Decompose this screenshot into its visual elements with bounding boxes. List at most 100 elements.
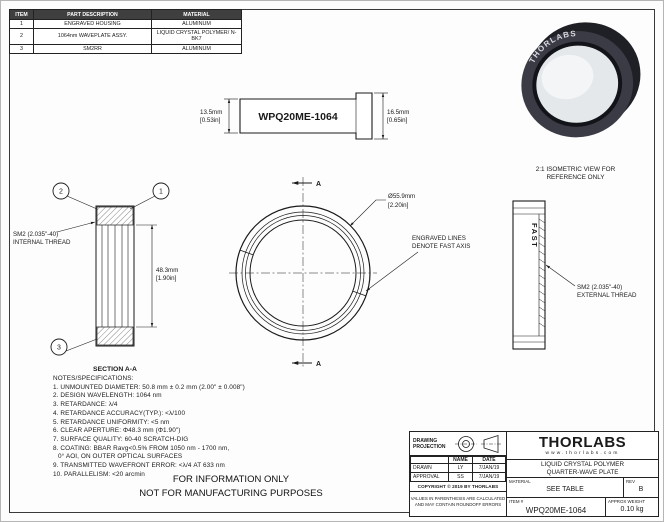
- note-line: 6. CLEAR APERTURE: Φ48.3 mm (Φ1.90"): [53, 427, 181, 435]
- disclaimer-text: VALUES IN PARENTHESIS ARE CALCULATED AND…: [410, 492, 506, 516]
- note-line-continuation: 0° AOI, ON OUTER OPTICAL SURFACES: [58, 453, 183, 461]
- title-block: DRAWING PROJECTION NAME DATE: [409, 431, 659, 517]
- projection-label: DRAWING PROJECTION: [413, 437, 446, 450]
- date-header: DATE: [472, 456, 506, 464]
- dim-aperture-mm: 48.3mm: [156, 267, 178, 274]
- notes-title: NOTES/SPECIFICATIONS:: [53, 375, 134, 382]
- name-header: NAME: [447, 456, 474, 464]
- item-number-cell: ITEM # WPQ20ME-1064: [507, 498, 606, 516]
- material-value: SEE TABLE: [546, 486, 584, 493]
- centerlines: [229, 177, 377, 369]
- engraved-part-number: WPQ20ME-1064: [258, 111, 338, 123]
- note-line: 9. TRANSMITTED WAVEFRONT ERROR: <λ/4 AT …: [53, 462, 225, 470]
- title-block-left: DRAWING PROJECTION NAME DATE: [410, 432, 507, 516]
- info-notice-line2: NOT FOR MANUFACTURING PURPOSES: [139, 487, 323, 499]
- dim-thickness-left-in: [0.53in]: [200, 117, 221, 124]
- thread-ticks: [538, 218, 546, 328]
- dim-thickness-left-mm: 13.5mm: [200, 109, 222, 116]
- table-row: 3 SM2RR ALUMINUM: [9, 43, 242, 54]
- internal-thread-leader: [56, 221, 96, 233]
- dim-outer-diameter-mm: Ø55.9mm: [388, 193, 415, 200]
- balloon-1: 1: [129, 182, 170, 210]
- dim-thickness-right-mm: 16.5mm: [387, 109, 409, 116]
- rev-cell: REV B: [624, 478, 658, 497]
- fast-axis-note-line2: DENOTE FAST AXIS: [412, 243, 470, 250]
- material-cell: MATERIAL SEE TABLE: [507, 478, 624, 497]
- note-line: 1. UNMOUNTED DIAMETER: 50.8 mm ± 0.2 mm …: [53, 383, 245, 391]
- drawn-label: DRAWN: [410, 463, 449, 473]
- empty-cell: [410, 456, 449, 464]
- item-number-label: ITEM #: [509, 499, 524, 504]
- brand-cell: THORLABS www.thorlabs.com: [507, 432, 658, 460]
- note-line: 4. RETARDANCE ACCURACY(TYP.): <λ/100: [53, 409, 186, 417]
- iso-view-caption: 2:1 ISOMETRIC VIEW FOR REFERENCE ONLY: [498, 166, 653, 182]
- note-line: 3. RETARDANCE: λ/4: [53, 401, 118, 409]
- disclaimer-line1: VALUES IN PARENTHESIS ARE CALCULATED: [410, 496, 506, 501]
- cell-material: ALUMINUM: [151, 18, 242, 30]
- approval-table-header: NAME DATE: [410, 456, 506, 464]
- approval-date: 7/JAN/19: [472, 472, 506, 482]
- balloon-3: 3: [50, 338, 98, 356]
- cell-item: 1: [9, 18, 34, 30]
- note-line: 10. PARALLELISM: <20 arcmin: [53, 470, 145, 478]
- isometric-lens: THORLABS: [521, 22, 641, 138]
- diameter-leader: [349, 199, 386, 227]
- balloon-3-number: 3: [57, 345, 61, 352]
- title-block-right: THORLABS www.thorlabs.com LIQUID CRYSTAL…: [507, 432, 658, 516]
- information-only-notice: FOR INFORMATION ONLY NOT FOR MANUFACTURI…: [41, 473, 421, 500]
- external-thread-leader: [545, 264, 576, 287]
- material-label: MATERIAL: [509, 479, 531, 484]
- rev-label: REV: [626, 479, 636, 484]
- fast-axis-engraved-ticks: [239, 249, 367, 297]
- drawn-name: LY: [447, 463, 474, 473]
- section-letter-top: A: [316, 181, 321, 188]
- cell-description: 1064nm WAVEPLATE ASSY.: [33, 28, 152, 45]
- right-side-view: FAST SM2 (2.035"-40) EXTERNAL THREAD: [512, 200, 637, 350]
- weight-value: 0.10 kg: [620, 506, 644, 513]
- third-angle-projection-icon: [455, 434, 501, 453]
- parts-table-header: ITEM PART DESCRIPTION MATERIAL: [9, 9, 242, 20]
- balloon-2: 2: [52, 182, 98, 210]
- note-line: 5. RETARDANCE UNIFORMITY: <5 nm: [53, 418, 170, 426]
- copyright-text: COPYRIGHT © 2019 BY THORLABS: [410, 482, 506, 492]
- product-title-line1: LIQUID CRYSTAL POLYMER: [540, 461, 625, 468]
- housing-profile: [239, 92, 373, 140]
- iso-caption-line1: 2:1 ISOMETRIC VIEW FOR: [535, 166, 616, 173]
- notes-block: NOTES/SPECIFICATIONS: 1. UNMOUNTED DIAME…: [53, 375, 383, 479]
- threaded-housing-profile: [512, 200, 546, 350]
- section-view: 2 1 3 48.3mm [1.90in] SM2 (2.035"-40) IN…: [13, 182, 178, 373]
- top-side-view: 13.5mm [0.53in] 16.5mm [0.65in] WPQ20ME-…: [200, 92, 409, 140]
- approval-name: SS: [447, 472, 474, 482]
- product-title-line2: QUARTER-WAVE PLATE: [546, 469, 619, 476]
- rev-value: B: [638, 486, 644, 493]
- weight-label: APPROX WEIGHT: [608, 499, 646, 504]
- cell-material: ALUMINUM: [151, 43, 242, 54]
- section-letter-bottom: A: [316, 361, 321, 368]
- note-line: 8. COATING: BBAR Ravg<0.5% FROM 1050 nm …: [53, 444, 230, 452]
- note-line: 2. DESIGN WAVELENGTH: 1064 nm: [53, 392, 162, 400]
- dim-aperture-in: [1.90in]: [156, 275, 177, 282]
- approval-label: APPROVAL: [410, 472, 449, 482]
- dimension-lines: [224, 92, 388, 140]
- dim-outer-diameter-in: [2.20in]: [388, 202, 409, 209]
- cell-material: LIQUID CRYSTAL POLYMER/ N-BK7: [151, 28, 242, 45]
- table-row: 1 ENGRAVED HOUSING ALUMINUM: [9, 18, 242, 30]
- internal-thread-label-line2: INTERNAL THREAD: [13, 239, 71, 246]
- dim-thickness-right-in: [0.65in]: [387, 117, 408, 124]
- section-cut-arrows: [292, 181, 312, 365]
- section-caption: SECTION A-A: [93, 366, 137, 373]
- approval-table: NAME DATE DRAWN LY 7/JAN/19 APPROVAL SS …: [410, 456, 506, 482]
- cell-item: 3: [9, 43, 34, 54]
- drawn-date: 7/JAN/19: [472, 463, 506, 473]
- aperture-dimension: [136, 224, 157, 328]
- projection-cell: DRAWING PROJECTION: [410, 432, 506, 456]
- fast-axis-leader: [365, 251, 419, 292]
- sectioned-housing: [95, 205, 135, 347]
- front-view: A A Ø55.9mm [2.20in] ENGRAVED LINES DENO…: [229, 177, 470, 369]
- col-header-material: MATERIAL: [151, 9, 242, 20]
- item-weight-row: ITEM # WPQ20ME-1064 APPROX WEIGHT 0.10 k…: [507, 498, 658, 516]
- info-notice-line1: FOR INFORMATION ONLY: [172, 474, 290, 485]
- website-text: www.thorlabs.com: [545, 451, 620, 456]
- item-number-value: WPQ20ME-1064: [525, 506, 587, 515]
